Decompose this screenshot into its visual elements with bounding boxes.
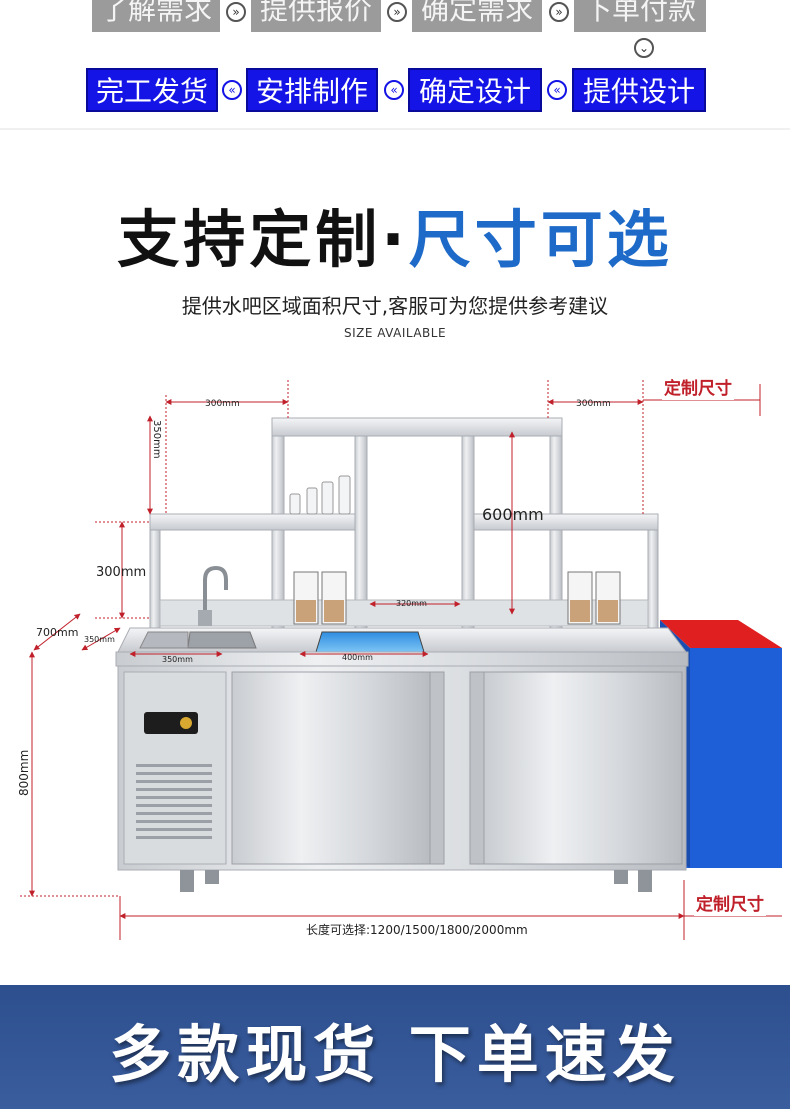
step-provide-design: 提供设计 (572, 68, 706, 112)
arrow-right-icon: » (226, 2, 246, 22)
dim-shelf-height: 300mm (96, 565, 146, 580)
faucet (198, 565, 228, 626)
arrow-right-icon: » (387, 2, 407, 22)
headline: 支持定制·尺寸可选 (0, 200, 790, 280)
dim-sink-width: 350mm (162, 655, 193, 664)
step-provide-quote: 提供报价 (251, 0, 381, 32)
extension-top (660, 620, 782, 648)
dim-middle-height: 600mm (482, 505, 544, 524)
arrow-right-icon: » (549, 2, 569, 22)
extension-front (686, 648, 782, 868)
subtitle-english: SIZE AVAILABLE (343, 326, 447, 340)
dim-counter-height: 800mm (17, 750, 31, 796)
arrow-left-icon: « (547, 80, 567, 100)
headline-separator: · (381, 203, 409, 276)
dim-top-right-width: 300mm (576, 399, 611, 409)
subtitle: 提供水吧区域面积尺寸,客服可为您提供参考建议 (181, 294, 609, 318)
step-production: 安排制作 (246, 68, 378, 112)
counter-illustration: 300mm 300mm 350mm 300mm 600mm 320mm 700m… (17, 380, 782, 940)
shelf-structure (149, 417, 659, 631)
dim-sink-depth: 350mm (84, 635, 115, 644)
custom-size-label-bottom: 定制尺寸 (694, 894, 766, 916)
dim-ice-width: 400mm (342, 653, 373, 662)
dim-depth: 700mm (36, 626, 78, 639)
step-confirm-design: 确定设计 (408, 68, 542, 112)
dim-middle-width: 320mm (396, 599, 427, 608)
headline-part1: 支持定制 (117, 203, 382, 276)
step-confirm-needs: 确定需求 (412, 0, 542, 32)
process-flow: 了解需求 » 提供报价 » 确定需求 » 下单付款 ⌄ 完工发货 « 安排制作 … (0, 0, 790, 130)
step-ship: 完工发货 (86, 68, 218, 112)
arrow-left-icon: « (222, 80, 242, 100)
dimension-lines (20, 380, 782, 940)
product-diagram: 300mm 300mm 350mm 300mm 600mm 320mm 700m… (0, 360, 790, 960)
bottom-banner (0, 985, 790, 1109)
bottles (289, 475, 351, 515)
flow-divider (0, 128, 790, 130)
dim-length-options: 长度可选择:1200/1500/1800/2000mm (306, 922, 528, 937)
refrigerator-cabinet (117, 665, 687, 892)
custom-size-label-top: 定制尺寸 (662, 378, 734, 400)
step-understand-needs: 了解需求 (92, 0, 220, 32)
step-place-order: 下单付款 (574, 0, 706, 32)
dim-top-left-width: 300mm (205, 399, 240, 409)
banner-text: 多款现货 下单速发 (109, 1018, 681, 1091)
arrow-left-icon: « (384, 80, 404, 100)
headline-part2: 尺寸可选 (408, 203, 673, 276)
worktop (115, 627, 689, 667)
arrow-down-icon: ⌄ (634, 38, 654, 58)
topping-canisters (293, 571, 621, 625)
dim-top-height: 350mm (151, 420, 162, 459)
